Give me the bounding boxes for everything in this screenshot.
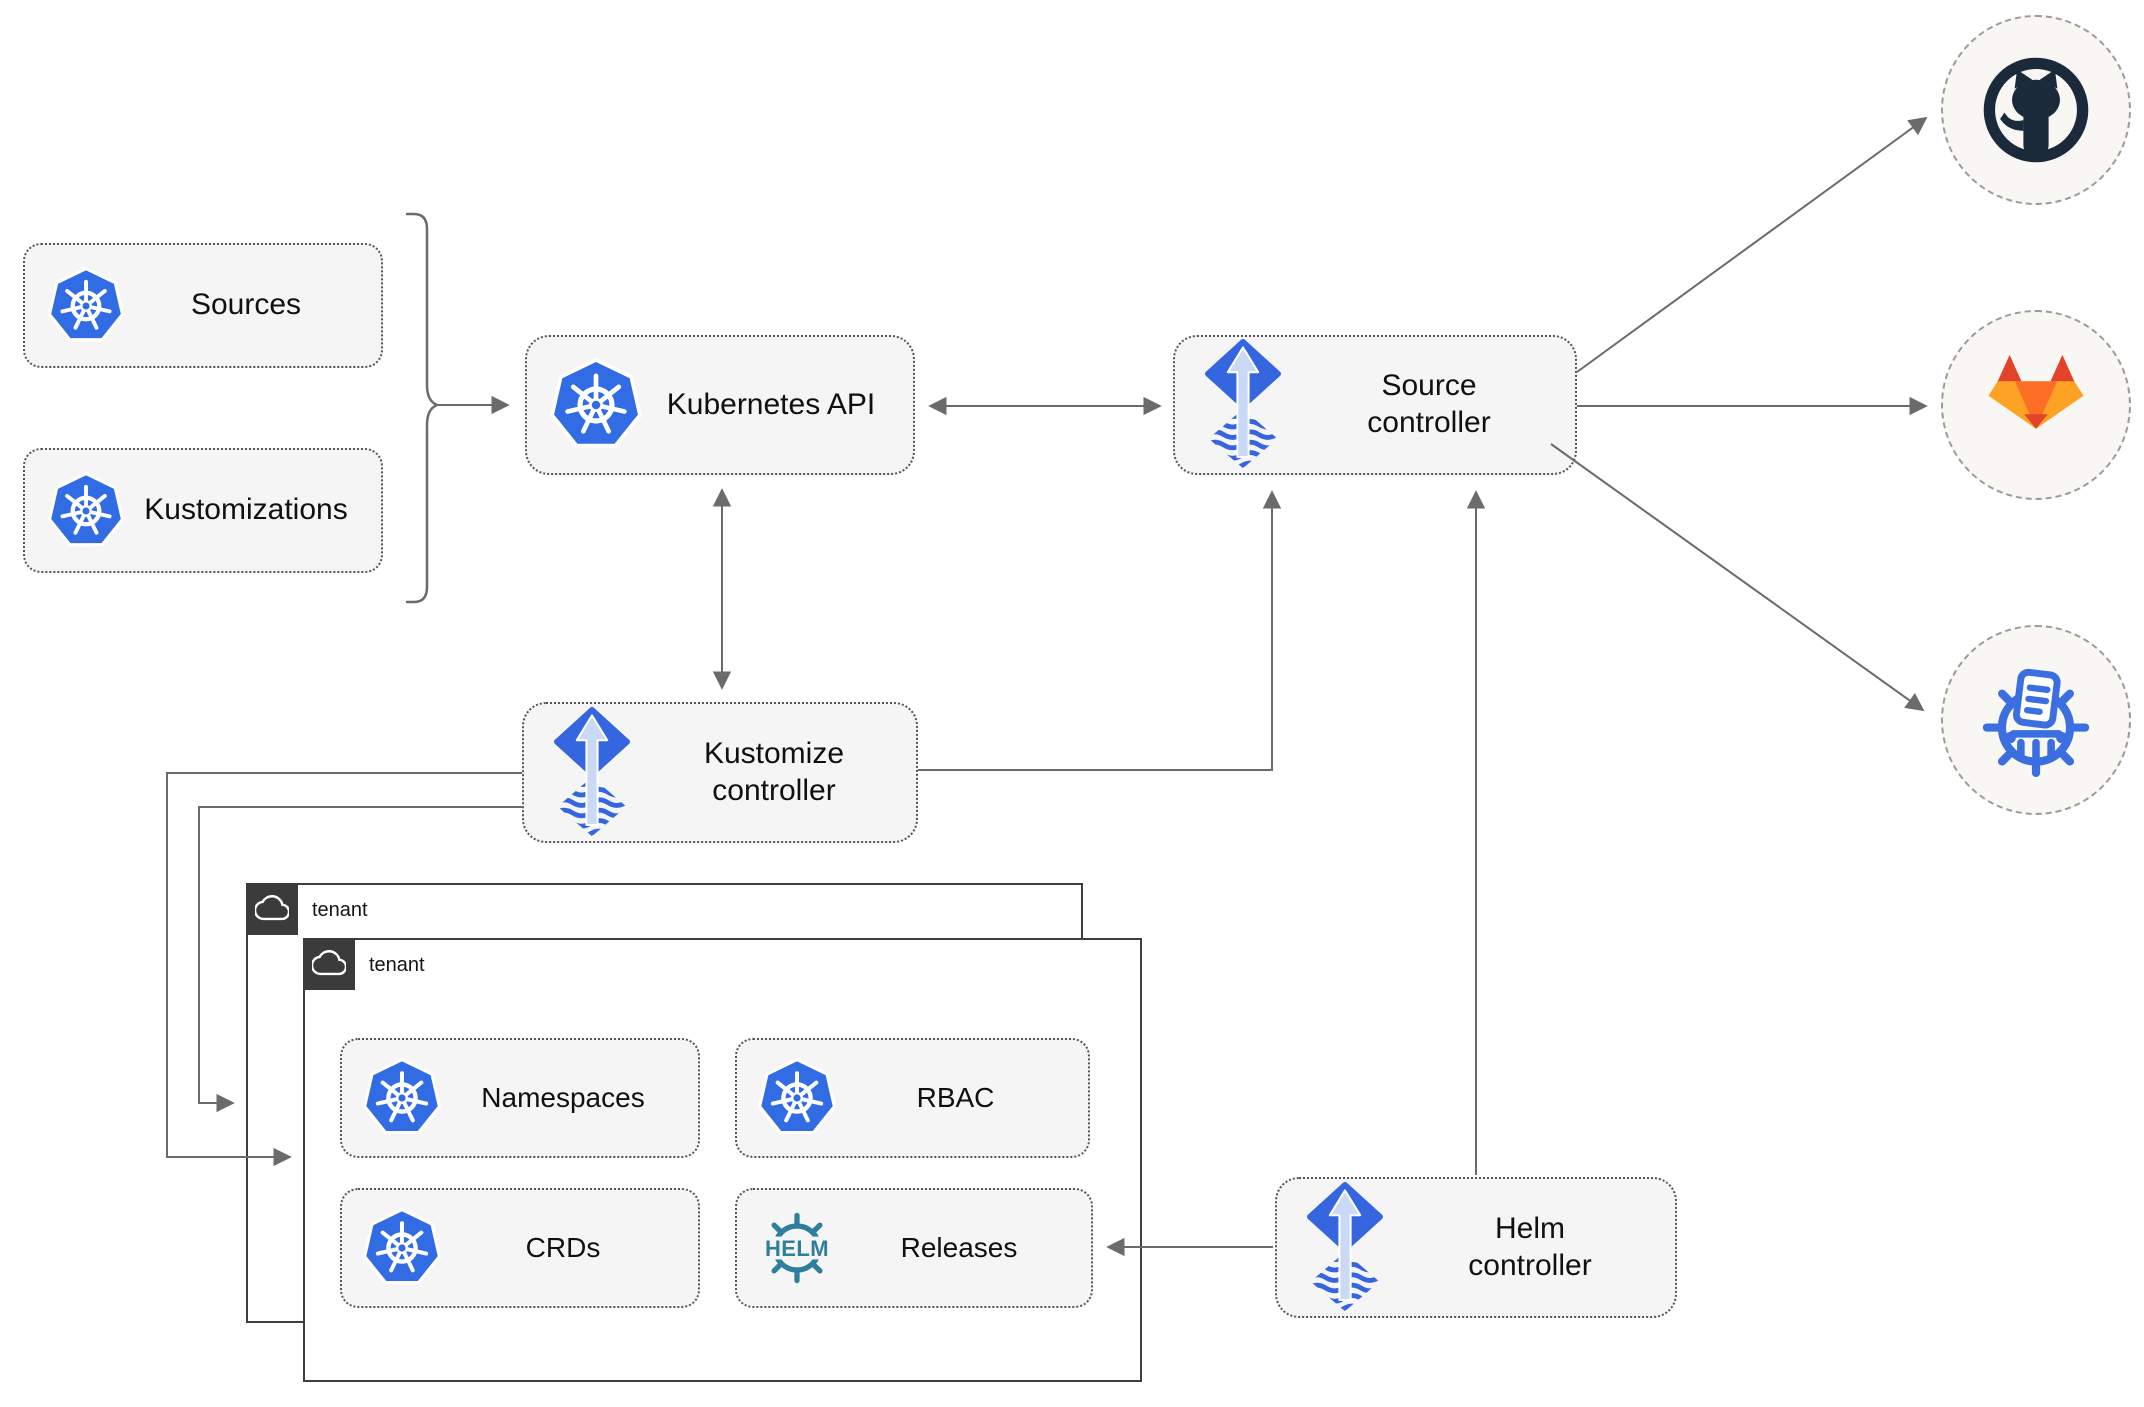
helm-controller-node: Helm controller	[1275, 1177, 1677, 1318]
kustomize-controller-label: Kustomize controller	[703, 736, 845, 807]
kustomizations-node: Kustomizations	[23, 448, 383, 573]
flux-icon	[1203, 337, 1283, 473]
namespaces-label: Namespaces	[481, 1081, 645, 1113]
chartmuseum-icon	[1973, 657, 2099, 783]
flux-icon	[1305, 1180, 1385, 1316]
helm-icon	[753, 1204, 841, 1292]
gitlab-tanuki-icon	[1970, 339, 2102, 471]
kubernetes-icon	[549, 358, 643, 452]
kubernetes-icon	[362, 1058, 442, 1138]
releases-label: Releases	[900, 1231, 1018, 1263]
connector-source-to-github	[1576, 116, 1928, 373]
cloud-icon	[255, 892, 289, 926]
kustomizations-label: Kustomizations	[144, 493, 348, 527]
connector-source-to-helm-repository	[1550, 443, 1925, 712]
flux-icon	[552, 705, 632, 841]
gitlab-endpoint	[1941, 310, 2131, 500]
tenant-box-front	[303, 938, 1142, 1382]
github-octocat-icon	[1973, 47, 2099, 173]
namespaces-node: Namespaces	[340, 1038, 700, 1158]
rbac-node: RBAC	[735, 1038, 1090, 1158]
helm-repository-endpoint	[1941, 625, 2131, 815]
group-brace	[405, 212, 441, 604]
rbac-label: RBAC	[916, 1081, 995, 1113]
cloud-icon	[312, 947, 346, 981]
kubernetes-icon	[757, 1058, 837, 1138]
tenant-front-label: tenant	[369, 954, 425, 976]
kubernetes-icon	[362, 1208, 442, 1288]
source-controller-node: Source controller	[1173, 335, 1577, 475]
connector-kustomize-to-source-controller	[918, 490, 1282, 771]
crds-label: CRDs	[525, 1231, 601, 1263]
kubernetes-api-label: Kubernetes API	[666, 387, 876, 421]
releases-node: Releases	[735, 1188, 1093, 1308]
kubernetes-icon	[47, 267, 125, 345]
tenant-back-label: tenant	[312, 899, 368, 921]
source-controller-label: Source controller	[1367, 369, 1491, 439]
github-endpoint	[1941, 15, 2131, 205]
tenant-front-header	[303, 938, 355, 990]
crds-node: CRDs	[340, 1188, 700, 1308]
kubernetes-api-node: Kubernetes API	[525, 335, 915, 475]
kubernetes-icon	[47, 472, 125, 550]
tenant-back-header	[246, 883, 298, 935]
helm-controller-label: Helm controller	[1468, 1211, 1592, 1282]
sources-node: Sources	[23, 243, 383, 368]
sources-label: Sources	[190, 288, 302, 322]
kustomize-controller-node: Kustomize controller	[522, 702, 918, 843]
